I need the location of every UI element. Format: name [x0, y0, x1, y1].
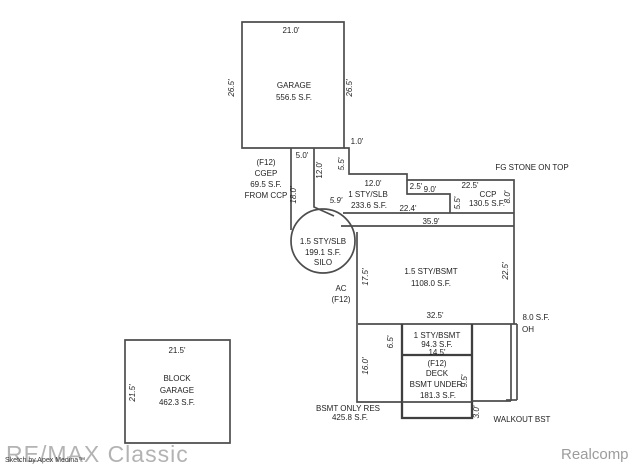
room-cgep-l2: CGEP [255, 169, 278, 178]
dim-6-5: 6.5' [386, 335, 395, 348]
room-silo-l3: SILO [314, 258, 332, 267]
dim-22-4: 22.4' [399, 204, 417, 213]
dim-2-5: 2.5' [410, 182, 423, 191]
deck-box-outline [400, 324, 474, 420]
room-block-garage-l3: 462.3 S.F. [159, 398, 195, 407]
lower-left-wall [356, 232, 402, 403]
dim-5-0: 5.0' [296, 151, 309, 160]
dim-garage-top: 21.0' [282, 26, 300, 35]
room-cgep-l1: (F12) [256, 158, 275, 167]
remax-classic-logo: RE/MAX Classic [6, 441, 189, 467]
room-slb1-area: 233.6 S.F. [351, 201, 387, 210]
note-oh: OH [522, 325, 534, 334]
room-ac-l2: (F12) [331, 295, 350, 304]
dim-32-5: 32.5' [426, 311, 444, 320]
dim-18-0: 18.0' [289, 186, 298, 204]
room-cgep-l4: FROM CCP [245, 191, 288, 200]
note-fg-stone: FG STONE ON TOP [495, 163, 568, 172]
room-block-garage-l2: GARAGE [160, 386, 194, 395]
note-walkout: WALKOUT BST [494, 415, 551, 424]
room-sty1-area: 94.3 S.F. [421, 340, 453, 349]
room-garage-area: 556.5 S.F. [276, 93, 312, 102]
dim-jog: 1.0' [351, 137, 364, 146]
top-right-outline [344, 147, 515, 324]
room-deck-l3: BSMT UNDER [410, 380, 463, 389]
dim-12-0-h: 12.0' [364, 179, 382, 188]
dim-9-5: 9.5' [460, 374, 469, 387]
dim-5-9: 5.9' [330, 196, 343, 205]
room-cgep-l3: 69.5 S.F. [250, 180, 282, 189]
sketch-credit: Sketch by Apex Medina™ [5, 457, 86, 464]
dim-9-0: 9.0' [424, 185, 437, 194]
room-deck-l2: DECK [426, 369, 449, 378]
room-bsmt-only-l2: 425.8 S.F. [332, 413, 368, 422]
dim-5-5-a: 5.5' [337, 157, 346, 170]
dim-22-5-top: 22.5' [461, 181, 479, 190]
dim-16-0: 16.0' [361, 357, 370, 375]
dim-17-5: 17.5' [361, 268, 370, 286]
room-ac-l1: AC [335, 284, 346, 293]
corridor-right-wall [313, 148, 335, 217]
dim-22-5-right: 22.5' [501, 262, 510, 281]
room-block-garage-l1: BLOCK [163, 374, 191, 383]
room-main-area: 1108.0 S.F. [411, 279, 451, 288]
dim-3-0: 3.0' [472, 405, 481, 418]
silo-circle [290, 208, 356, 274]
room-garage-name: GARAGE [277, 81, 311, 90]
room-ccp-area: 130.5 S.F. [469, 199, 505, 208]
room-slb1-name: 1 STY/SLB [348, 190, 388, 199]
ccp-interior-wall [406, 180, 451, 213]
room-silo-l2: 199.1 S.F. [305, 248, 341, 257]
dim-12-0-v: 12.0' [315, 161, 324, 179]
room-bsmt-only-l1: BSMT ONLY RES [316, 404, 380, 413]
dim-garage-right: 26.5' [345, 79, 354, 98]
dim-blk-top: 21.5' [168, 346, 186, 355]
dim-garage-left: 26.5' [227, 79, 236, 98]
room-deck-l4: 181.3 S.F. [420, 391, 456, 400]
dim-14-5: 14.5' [428, 348, 446, 357]
room-sty1-name: 1 STY/BSMT [414, 331, 461, 340]
dim-5-5-b: 5.5' [453, 196, 462, 209]
room-silo-l1: 1.5 STY/SLB [300, 237, 346, 246]
room-deck-l1: (F12) [427, 359, 446, 368]
realcomp-logo: Realcomp [561, 446, 629, 463]
dim-35-9: 35.9' [422, 217, 440, 226]
block-garage-outline [124, 339, 231, 444]
room-ccp-name: CCP [480, 190, 497, 199]
dim-blk-left: 21.5' [128, 384, 137, 403]
dim-8-0: 8.0' [503, 190, 512, 203]
note-oh-area: 8.0 S.F. [522, 313, 549, 322]
room-main-name: 1.5 STY/BSMT [404, 267, 457, 276]
